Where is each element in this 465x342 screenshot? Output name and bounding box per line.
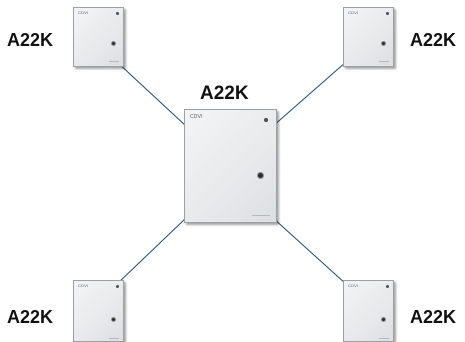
device-label-bottom-left: A22K — [7, 307, 54, 327]
device-label-center: A22K — [200, 83, 249, 104]
link-top-right — [272, 61, 347, 127]
device-top-right: CDVI — [343, 7, 394, 67]
link-bottom-right — [272, 217, 347, 285]
device-bottom-left: CDVI — [73, 280, 124, 342]
device-brand-logo: CDVI — [348, 10, 359, 15]
device-label-bottom-right: A22K — [410, 307, 457, 327]
device-bottom-right: CDVI — [343, 280, 394, 342]
rating-plate — [109, 338, 119, 339]
status-led-icon — [264, 118, 268, 122]
rating-plate — [379, 338, 389, 339]
device-brand-logo: CDVI — [78, 10, 89, 15]
device-center: CDVI — [184, 109, 277, 223]
device-brand-logo: CDVI — [78, 283, 89, 288]
rating-plate — [379, 61, 389, 62]
status-led-icon — [116, 285, 119, 288]
device-brand-logo: CDVI — [348, 283, 359, 288]
lock-icon — [111, 41, 116, 46]
link-top-left — [116, 61, 187, 127]
status-led-icon — [386, 285, 389, 288]
lock-icon — [111, 317, 116, 322]
status-led-icon — [386, 12, 389, 15]
device-label-top-right: A22K — [410, 30, 457, 50]
lock-icon — [381, 41, 386, 46]
rating-plate — [252, 215, 270, 216]
lock-icon — [257, 172, 264, 179]
status-led-icon — [116, 12, 119, 15]
link-bottom-left — [116, 217, 187, 285]
lock-icon — [381, 317, 386, 322]
rating-plate — [109, 61, 119, 62]
device-label-top-left: A22K — [7, 30, 54, 50]
device-top-left: CDVI — [73, 7, 124, 67]
device-brand-logo: CDVI — [190, 114, 203, 120]
